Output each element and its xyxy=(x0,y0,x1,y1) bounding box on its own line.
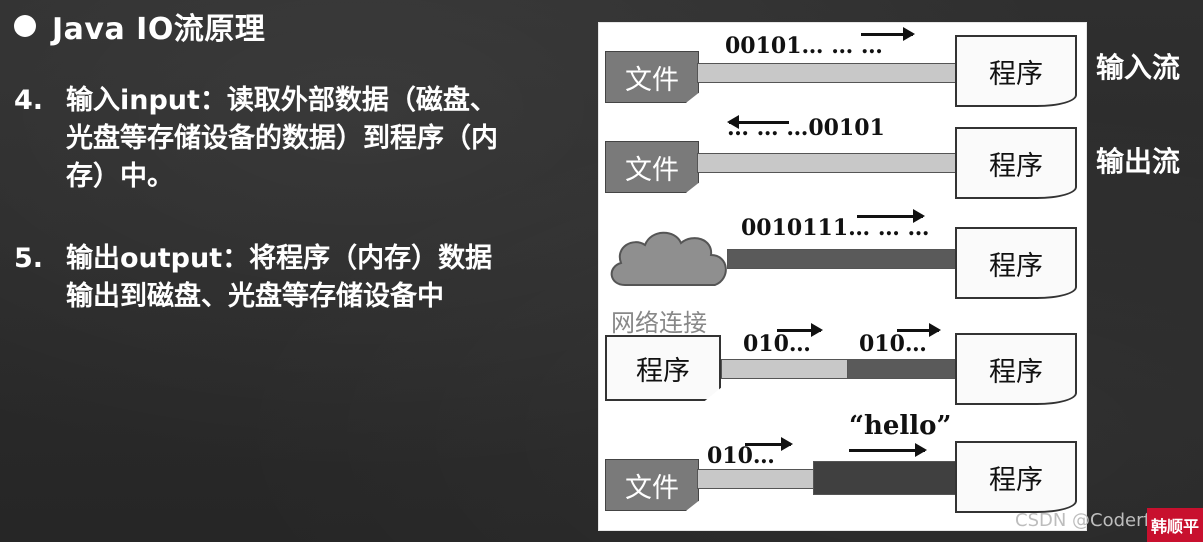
hello-label: “hello” xyxy=(849,411,952,441)
slide-title: Java IO流原理 xyxy=(14,4,265,48)
program-box: 程序 xyxy=(955,441,1077,513)
arrow-right-icon xyxy=(745,437,793,451)
file-box: 文件 xyxy=(605,51,699,103)
arrow-right-icon xyxy=(861,27,915,41)
output-stream-label: 输出流 xyxy=(1096,145,1181,178)
stream-pipe xyxy=(697,469,815,489)
file-box: 文件 xyxy=(605,141,699,193)
bullet-icon xyxy=(14,15,36,37)
slide-title-text: Java IO流原理 xyxy=(52,12,266,47)
program-box: 程序 xyxy=(605,335,721,401)
cloud-icon xyxy=(610,231,727,286)
input-stream-label: 输入流 xyxy=(1096,51,1181,84)
network-label: 网络连接 xyxy=(611,309,707,337)
bits-label: 0010111… … … xyxy=(741,215,930,241)
bits-label: … … …00101 xyxy=(727,115,885,141)
program-box: 程序 xyxy=(955,127,1077,199)
stream-pipe xyxy=(721,359,849,379)
point-number: 5. xyxy=(14,243,44,274)
point-text: 输出output：将程序（内存）数据输出到磁盘、光盘等存储设备中 xyxy=(66,243,493,312)
io-stream-diagram: 文件 00101… … … 程序 文件 … … …00101 程序 001011… xyxy=(598,22,1087,531)
stream-pipe xyxy=(727,249,959,269)
program-box: 程序 xyxy=(955,35,1077,107)
bits-label: 010… xyxy=(859,331,927,357)
arrow-right-icon xyxy=(897,323,941,337)
file-box: 文件 xyxy=(605,459,699,511)
stream-pipe xyxy=(697,63,959,83)
arrow-right-icon xyxy=(857,209,925,223)
arrow-left-icon xyxy=(727,115,789,129)
arrow-right-icon xyxy=(777,323,823,337)
program-box: 程序 xyxy=(955,227,1077,299)
program-box: 程序 xyxy=(955,333,1077,405)
brand-logo: 韩顺平 xyxy=(1147,508,1203,542)
bits-label: 010… xyxy=(707,443,775,469)
arrow-right-icon xyxy=(849,443,927,457)
watermark: CSDN @Coderfuu xyxy=(1015,510,1173,531)
stream-pipe xyxy=(697,153,959,173)
bits-label: 00101… … … xyxy=(725,33,883,59)
point-number: 4. xyxy=(14,85,44,116)
bits-label: 010… xyxy=(743,331,811,357)
stream-pipe xyxy=(847,359,959,379)
stream-pipe-buffer xyxy=(813,461,959,495)
point-text: 输入input：读取外部数据（磁盘、光盘等存储设备的数据）到程序（内存）中。 xyxy=(66,85,498,192)
